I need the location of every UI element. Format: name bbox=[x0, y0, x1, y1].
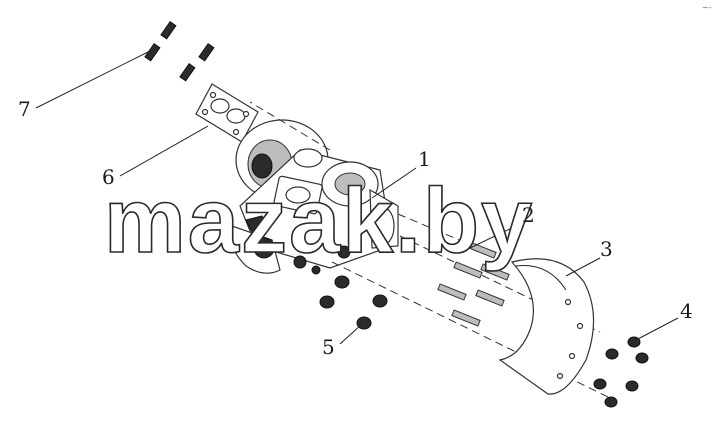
nuts-part-4 bbox=[593, 336, 649, 408]
corner-mark: ~- bbox=[702, 3, 712, 12]
nuts-part-5 bbox=[319, 275, 388, 330]
stud-bolts-part-7 bbox=[144, 21, 215, 82]
callout-3: 3 bbox=[600, 237, 613, 261]
callout-7: 7 bbox=[18, 97, 31, 121]
leader-lines bbox=[35, 51, 679, 345]
callout-1: 1 bbox=[418, 147, 431, 171]
callout-4: 4 bbox=[680, 299, 693, 323]
callout-6: 6 bbox=[102, 165, 115, 189]
turbocharger-part-1 bbox=[230, 119, 399, 275]
callout-2: 2 bbox=[522, 203, 535, 227]
watermark-text: mazak.by bbox=[104, 170, 534, 272]
callout-5: 5 bbox=[322, 335, 335, 359]
heat-shield-part-3 bbox=[498, 258, 595, 395]
gasket-part-6 bbox=[195, 83, 259, 143]
studs-part-2 bbox=[437, 241, 510, 327]
